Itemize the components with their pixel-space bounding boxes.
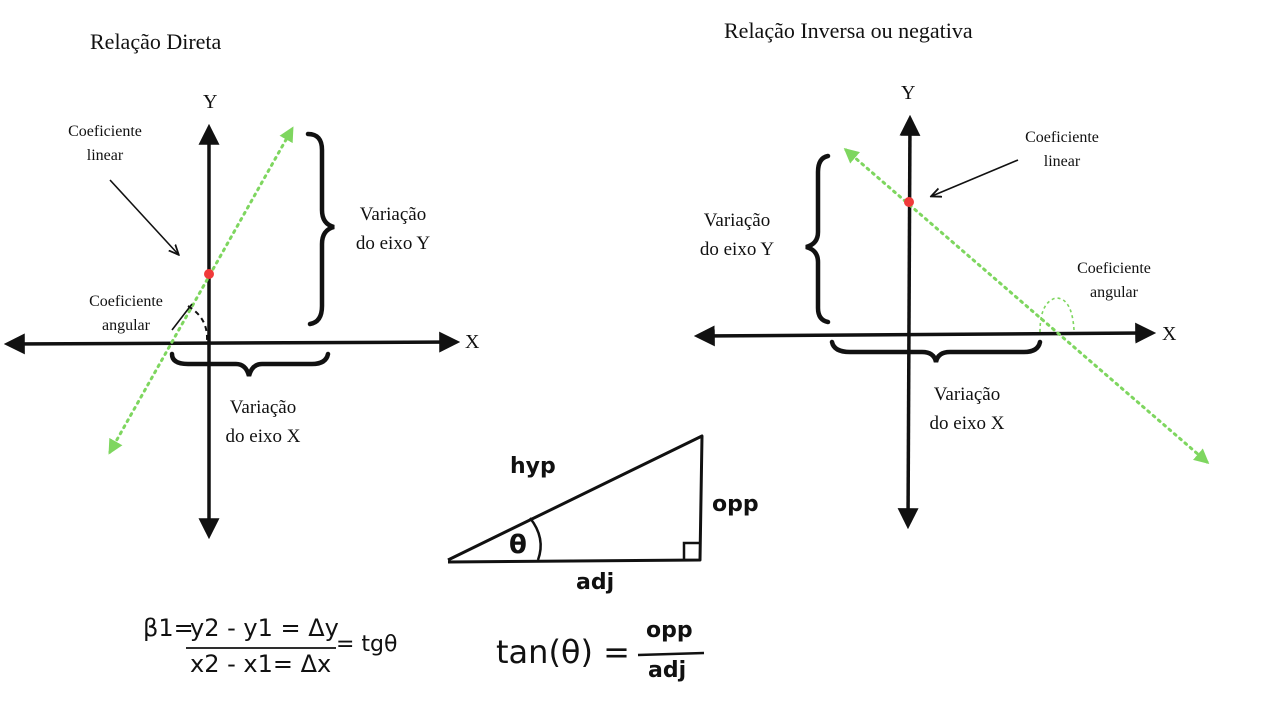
- formula-rhs: = tgθ: [336, 632, 398, 657]
- left-dx-brace: [169, 351, 331, 377]
- right-dx-label-line2: do eixo X: [929, 413, 1005, 434]
- left-x-axis: [3, 331, 461, 355]
- right-dy-brace: [805, 153, 831, 325]
- left-slope-label-line1: Coeficiente: [89, 293, 163, 310]
- right-dx-label: Variação do eixo X: [912, 380, 1022, 438]
- right-slope-label: Coeficiente angular: [1058, 257, 1170, 305]
- right-regression-line: [843, 148, 1210, 464]
- left-dy-label-line1: Variação: [359, 204, 427, 225]
- tan-formula-denominator: adj: [648, 658, 687, 683]
- left-dx-label-line1: Variação: [229, 397, 297, 418]
- right-triangle: [447, 434, 704, 564]
- formula-lhs: β1=: [143, 614, 194, 642]
- triangle-opp-label: opp: [712, 492, 759, 517]
- right-y-axis-label: Y: [901, 82, 916, 104]
- tan-fraction-bar: [637, 651, 705, 657]
- right-x-axis-label: X: [1162, 323, 1177, 345]
- left-dx-label: Variação do eixo X: [208, 393, 318, 451]
- left-x-axis-label: X: [465, 331, 480, 353]
- left-dx-label-line2: do eixo X: [225, 426, 301, 447]
- right-intercept-label: Coeficiente linear: [1006, 126, 1118, 174]
- right-intercept-arrow: [932, 159, 1019, 196]
- formula-denominator: x2 - x1= Δx: [190, 650, 332, 678]
- triangle-adj-label: adj: [576, 570, 615, 595]
- left-intercept-label: Coeficiente linear: [50, 120, 160, 168]
- triangle-hyp-label: hyp: [510, 454, 556, 479]
- triangle-angle-arc: [529, 517, 542, 561]
- left-dy-brace: [305, 131, 335, 327]
- right-dy-label-line2: do eixo Y: [699, 239, 775, 260]
- left-angle-arc: [187, 305, 209, 341]
- right-dx-label-line1: Variação: [933, 384, 1001, 405]
- left-slope-label: Coeficiente angular: [70, 290, 182, 338]
- left-slope-pointer: [171, 303, 193, 331]
- left-regression-line: [108, 126, 294, 455]
- right-intercept-point: [904, 197, 914, 207]
- right-intercept-label-line2: linear: [1043, 153, 1081, 170]
- triangle-theta-label: θ: [509, 530, 527, 560]
- right-x-axis: [693, 322, 1157, 347]
- left-dy-label-line2: do eixo Y: [355, 233, 431, 254]
- tan-formula-lhs: tan(θ) =: [496, 633, 630, 671]
- left-dy-label: Variação do eixo Y: [338, 200, 448, 258]
- left-title: Relação Direta: [90, 29, 222, 54]
- right-dy-label: Variação do eixo Y: [682, 206, 792, 264]
- left-intercept-label-line1: Coeficiente: [68, 123, 142, 140]
- right-slope-label-line2: angular: [1090, 284, 1138, 301]
- left-intercept-point: [204, 269, 214, 279]
- triangle-right-angle-mark: [682, 541, 700, 560]
- right-intercept-label-line1: Coeficiente: [1025, 129, 1099, 146]
- left-slope-label-line2: angular: [102, 317, 150, 334]
- right-dy-label-line1: Variação: [703, 210, 771, 231]
- left-y-axis-label: Y: [203, 91, 218, 113]
- left-intercept-arrow: [109, 179, 178, 254]
- right-slope-label-line1: Coeficiente: [1077, 260, 1151, 277]
- tan-formula-numerator: opp: [646, 618, 693, 643]
- right-dx-brace: [829, 339, 1043, 363]
- formula-numerator: y2 - y1 = Δy: [190, 614, 339, 642]
- right-y-axis: [897, 114, 921, 530]
- right-title: Relação Inversa ou negativa: [724, 18, 973, 43]
- left-intercept-label-line2: linear: [86, 147, 124, 164]
